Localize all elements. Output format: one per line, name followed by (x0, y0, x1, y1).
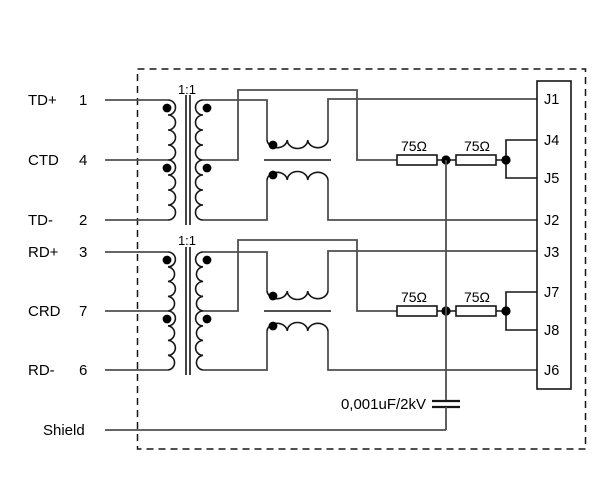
polarity-dot (268, 140, 278, 150)
pin-number-4: 4 (79, 152, 87, 169)
polarity-dot (202, 103, 212, 113)
j7-j8-bracket (505, 291, 537, 331)
wire-to-j2 (327, 180, 537, 221)
wire-to-j1 (327, 98, 537, 140)
polarity-dot (202, 255, 212, 265)
connector-pin-j2: J2 (544, 213, 559, 229)
module-boundary-dashed-box (136, 68, 587, 450)
connector-pin-j6: J6 (544, 363, 559, 379)
j4-j5-bracket (505, 139, 537, 179)
pin-label-td-minus: TD- (28, 212, 53, 229)
polarity-dot (162, 314, 172, 324)
polarity-dot (202, 314, 212, 324)
polarity-dot (162, 255, 172, 265)
transformer-2-ratio-label: 1:1 (178, 233, 196, 248)
choke-1-bottom-winding (266, 170, 329, 181)
connector-pin-j3: J3 (544, 245, 559, 261)
transformer-1-ratio-label: 1:1 (178, 82, 196, 97)
termination-1: 75Ω 75Ω (396, 138, 537, 179)
resistor-2-value: 75Ω (464, 138, 490, 154)
choke-1 (203, 89, 537, 221)
pin-label-td-plus: TD+ (28, 92, 57, 109)
wire-secondary2-top (203, 251, 268, 291)
transformer-1-core (185, 95, 191, 225)
pin-number-6: 6 (79, 362, 87, 379)
pin-number-2: 2 (79, 212, 87, 229)
resistor-3-value: 75Ω (401, 289, 427, 305)
wire-to-j3 (327, 250, 537, 291)
resistor-1-body (396, 154, 438, 166)
transformer-2-core (185, 247, 191, 375)
wire-secondary1-centertap-bypass (203, 89, 397, 161)
capacitor: 0,001uF/2kV (341, 160, 460, 430)
pin-label-rd-plus: RD+ (28, 244, 59, 261)
pin-label-shield: Shield (43, 422, 85, 439)
junction-dot (501, 306, 511, 316)
wire-secondary2-bottom (203, 331, 268, 371)
polarity-dot (268, 170, 278, 180)
pin-label-ctd: CTD (28, 152, 59, 169)
connector-block: J1 J4 J5 J2 J3 J7 J8 J6 (536, 80, 572, 390)
polarity-dot (202, 163, 212, 173)
choke-1-top-winding (266, 139, 329, 150)
pin-number-1: 1 (79, 92, 87, 109)
resistor-4-value: 75Ω (464, 289, 490, 305)
capacitor-value-label: 0,001uF/2kV (341, 396, 426, 413)
choke-2-top-winding (266, 290, 329, 301)
wire-secondary1-top (203, 99, 268, 140)
polarity-dot (162, 103, 172, 113)
resistor-3-body (396, 305, 438, 317)
pin-label-rd-minus: RD- (28, 362, 55, 379)
transformer-1-primary-winding (167, 99, 177, 221)
pin-number-3: 3 (79, 244, 87, 261)
pin-number-7: 7 (79, 303, 87, 320)
connector-pin-j1: J1 (544, 92, 559, 108)
transformer-1-secondary-winding (194, 99, 204, 221)
connector-body (536, 80, 572, 390)
transformer-2: 1:1 (162, 233, 212, 375)
connector-pin-j5: J5 (544, 171, 559, 187)
transformer-2-primary-winding (167, 251, 177, 371)
pin-label-crd: CRD (28, 303, 61, 320)
polarity-dot (162, 163, 172, 173)
resistor-1-value: 75Ω (401, 138, 427, 154)
transformer-2-secondary-winding (194, 251, 204, 371)
connector-pin-j8: J8 (544, 323, 559, 339)
junction-dot (501, 155, 511, 165)
left-pin-labels: TD+ 1 CTD 4 TD- 2 RD+ 3 CRD 7 RD- 6 Shie… (28, 92, 87, 439)
termination-2: 75Ω 75Ω (396, 289, 537, 331)
resistor-2-body (455, 154, 497, 166)
input-wires (105, 99, 446, 431)
transformer-1: 1:1 (162, 82, 212, 225)
connector-pin-j4: J4 (544, 133, 559, 149)
resistor-4-body (455, 305, 497, 317)
polarity-dot (268, 321, 278, 331)
polarity-dot (268, 291, 278, 301)
wire-secondary1-bottom (203, 180, 268, 221)
choke-2-bottom-winding (266, 321, 329, 332)
choke-2 (203, 239, 537, 371)
connector-pin-j7: J7 (544, 285, 559, 301)
wire-to-j6 (327, 331, 537, 371)
wire-secondary2-centertap-bypass (203, 239, 397, 312)
